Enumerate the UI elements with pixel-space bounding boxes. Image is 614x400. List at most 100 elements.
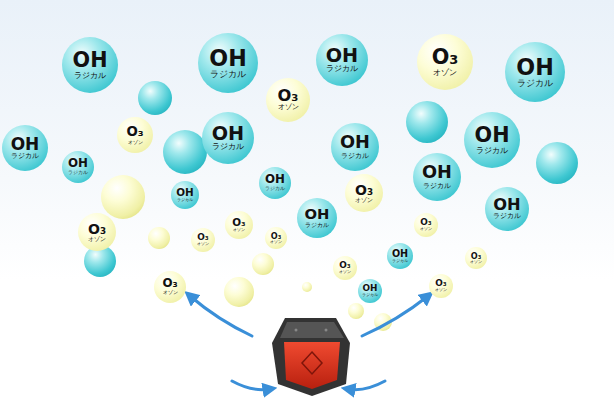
device-diamond xyxy=(302,352,322,374)
name-label: ラジカル xyxy=(177,198,193,203)
name-label: オゾン xyxy=(420,227,432,232)
formula-label: OH xyxy=(363,284,378,293)
radical-bubble: OHラジカル xyxy=(171,181,199,209)
formula-label: O₃ xyxy=(432,47,459,68)
device-top xyxy=(280,322,344,338)
name-label: オゾン xyxy=(433,68,457,78)
formula-label: O₃ xyxy=(271,232,281,240)
formula-label: OH xyxy=(209,47,246,69)
name-label: ラジカル xyxy=(11,153,39,161)
formula-label: O₃ xyxy=(232,217,245,227)
radical-bubble: OHラジカル xyxy=(62,151,94,183)
radical-bubble: OHラジカル xyxy=(297,198,337,238)
formula-label: OH xyxy=(11,136,40,153)
name-label: ラジカル xyxy=(517,78,553,88)
ozone-bubble: O₃オゾン xyxy=(465,247,487,269)
formula-label: O₃ xyxy=(471,252,481,260)
ozone-bubble xyxy=(302,282,312,292)
name-label: ラジカル xyxy=(212,143,244,152)
name-label: オゾン xyxy=(88,236,106,243)
name-label: ラジカル xyxy=(392,259,408,264)
formula-label: OH xyxy=(493,197,520,213)
formula-label: OH xyxy=(326,46,358,65)
radical-bubble: OHラジカル xyxy=(2,125,48,171)
radical-bubble: OHラジカル xyxy=(316,34,368,86)
radical-bubble: OHラジカル xyxy=(198,33,258,93)
device-body xyxy=(272,318,350,396)
name-label: ラジカル xyxy=(341,152,369,160)
formula-label: O₃ xyxy=(420,218,431,227)
name-label: ラジカル xyxy=(493,213,521,221)
ozone-bubble: O₃オゾン xyxy=(265,227,287,249)
radical-bubble: OHラジカル xyxy=(331,123,379,171)
name-label: ラジカル xyxy=(210,69,246,79)
formula-label: OH xyxy=(265,174,285,186)
ozone-bubble: O₃オゾン xyxy=(117,117,153,153)
ozone-bubble: O₃オゾン xyxy=(191,228,215,252)
name-label: オゾン xyxy=(435,288,447,293)
name-label: オゾン xyxy=(270,240,282,245)
formula-label: OH xyxy=(305,207,330,222)
name-label: ラジカル xyxy=(68,170,88,176)
radical-bubble: OHラジカル xyxy=(485,187,529,231)
formula-label: O₃ xyxy=(355,183,373,197)
intake-arrow xyxy=(348,381,385,390)
formula-label: O₃ xyxy=(278,88,299,104)
name-label: ラジカル xyxy=(326,65,358,74)
radical-bubble: OHラジカル xyxy=(387,243,413,269)
formula-label: OH xyxy=(73,50,108,71)
formula-label: O₃ xyxy=(339,261,350,270)
ozone-bubble xyxy=(252,253,274,275)
radical-bubble: OHラジカル xyxy=(62,37,118,93)
radical-bubble: OHラジカル xyxy=(505,42,565,102)
formula-label: O₃ xyxy=(162,278,177,290)
formula-label: OH xyxy=(212,124,244,143)
ozone-bubble: O₃オゾン xyxy=(429,274,453,298)
formula-label: O₃ xyxy=(126,125,143,138)
name-label: ラジカル xyxy=(265,186,285,192)
radical-bubble xyxy=(138,81,172,115)
name-label: ラジカル xyxy=(423,182,451,190)
name-label: オゾン xyxy=(163,290,178,296)
radical-bubble xyxy=(163,130,207,174)
ozone-bubble: O₃オゾン xyxy=(333,256,357,280)
device-front xyxy=(284,342,340,389)
formula-label: OH xyxy=(340,134,370,152)
ozone-bubble xyxy=(224,277,254,307)
intake-arrow xyxy=(232,381,270,390)
name-label: オゾン xyxy=(197,242,209,247)
name-label: オゾン xyxy=(233,228,245,233)
formula-label: O₃ xyxy=(197,233,208,242)
formula-label: OH xyxy=(422,164,452,182)
formula-label: O₃ xyxy=(435,279,446,288)
name-label: オゾン xyxy=(339,270,351,275)
empty-bubbles xyxy=(84,81,578,331)
device-dot xyxy=(295,329,298,332)
name-label: ラジカル xyxy=(74,71,106,81)
formula-label: OH xyxy=(516,56,553,78)
formula-label: OH xyxy=(392,249,408,259)
name-label: ラジカル xyxy=(305,222,329,229)
ozone-bubble: O₃オゾン xyxy=(78,213,116,251)
radical-bubble: OHラジカル xyxy=(358,279,382,303)
name-label: ラジカル xyxy=(476,146,508,156)
radical-bubble xyxy=(406,101,448,143)
name-label: オゾン xyxy=(355,197,373,204)
name-label: オゾン xyxy=(128,139,143,145)
name-label: オゾン xyxy=(470,260,482,265)
formula-label: OH xyxy=(176,187,193,197)
device xyxy=(272,318,350,396)
formula-label: OH xyxy=(68,158,88,170)
ozone-bubble xyxy=(148,227,170,249)
name-label: ラジカル xyxy=(362,293,378,298)
radical-bubble: OHラジカル xyxy=(259,167,291,199)
ozone-bubble: O₃オゾン xyxy=(417,34,473,90)
ozone-bubble: O₃オゾン xyxy=(154,271,186,303)
ozone-bubble: O₃オゾン xyxy=(414,213,438,237)
radical-bubble: OHラジカル xyxy=(413,153,461,201)
device-dot xyxy=(325,329,328,332)
flow-arrows xyxy=(190,296,428,390)
ozone-bubble: O₃オゾン xyxy=(345,174,383,212)
outflow-arrow xyxy=(190,296,252,336)
